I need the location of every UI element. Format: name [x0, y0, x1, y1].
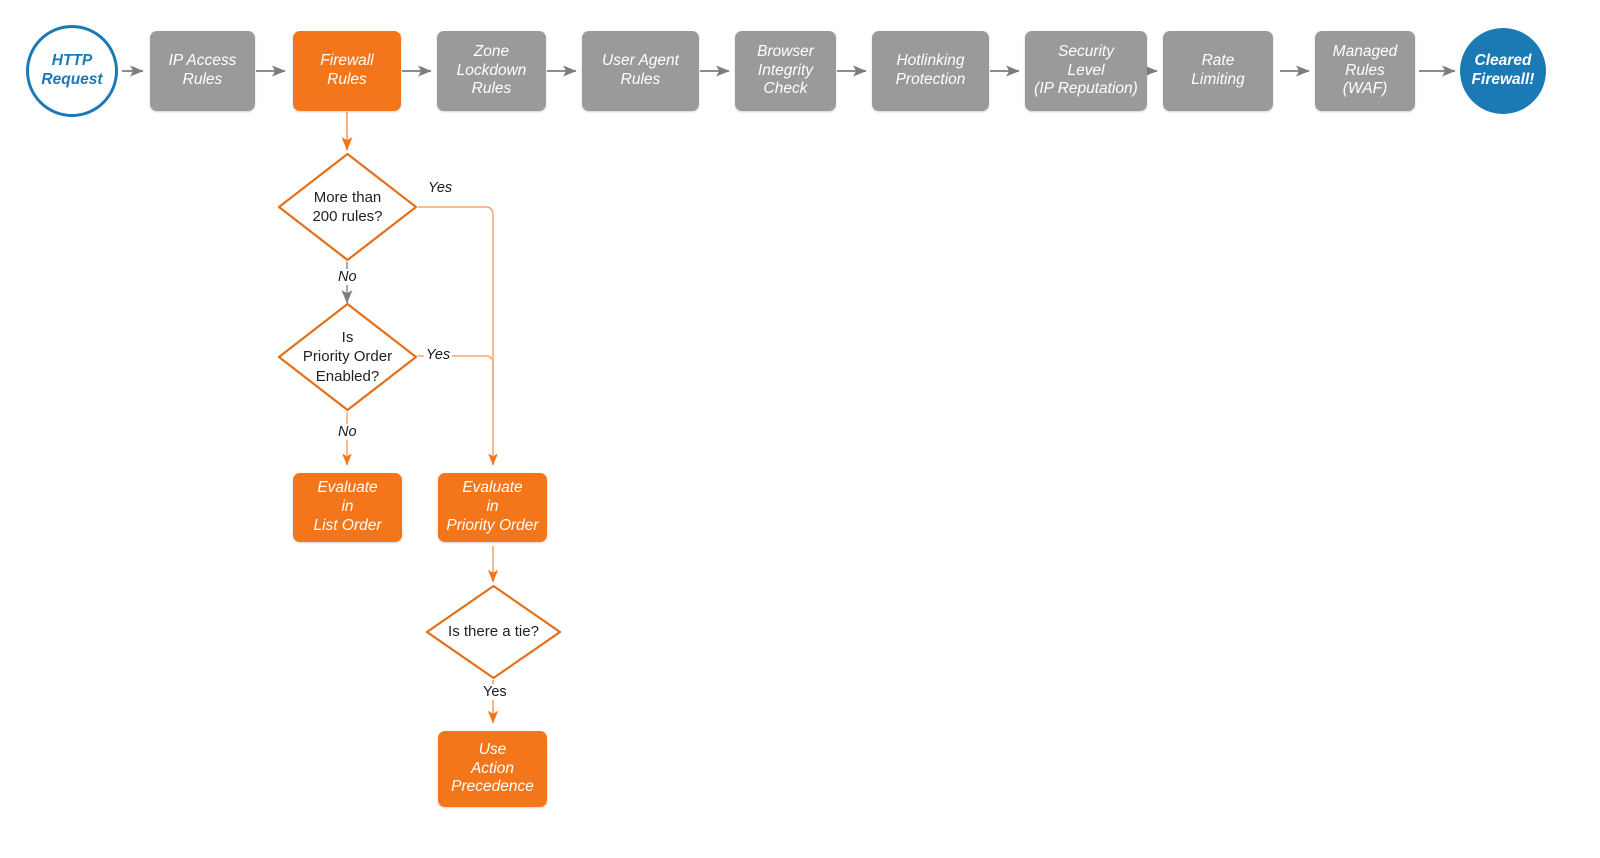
node-label: IP Access Rules [168, 52, 237, 88]
node-rate-limiting[interactable]: Rate Limiting [1163, 31, 1273, 111]
node-label: User Agent Rules [602, 52, 679, 88]
edge-label-tie-yes: Yes [481, 684, 509, 700]
node-firewall-rules[interactable]: Firewall Rules [293, 31, 401, 111]
node-label: Security Level (IP Reputation) [1034, 42, 1138, 98]
node-label: Evaluate in List Order [313, 479, 382, 534]
edge-label-text: No [338, 424, 357, 440]
edge-label-priority-yes: Yes [424, 347, 453, 363]
decision-priority-order-enabled[interactable]: Is Priority Order Enabled? [277, 302, 418, 412]
node-label: Zone Lockdown Rules [456, 42, 527, 98]
decision-label: Is Priority Order Enabled? [302, 329, 393, 385]
diamond-shape [425, 584, 562, 680]
node-http-request[interactable]: HTTP Request [26, 25, 118, 117]
node-label: Evaluate in Priority Order [446, 479, 539, 534]
node-label: Firewall Rules [320, 52, 374, 88]
node-label: Use Action Precedence [451, 740, 534, 796]
node-label: Browser Integrity Check [757, 42, 814, 98]
node-hotlinking-protection[interactable]: Hotlinking Protection [872, 31, 989, 111]
edge-label-text: Yes [483, 684, 507, 700]
node-label: Hotlinking Protection [895, 52, 966, 88]
node-security-level[interactable]: Security Level (IP Reputation) [1025, 31, 1147, 111]
decision-label: More than 200 rules? [312, 188, 383, 225]
diamond-shape [277, 302, 418, 412]
edge-label-rules-no: No [336, 269, 359, 285]
node-user-agent-rules[interactable]: User Agent Rules [582, 31, 699, 111]
node-ip-access-rules[interactable]: IP Access Rules [150, 31, 255, 111]
node-evaluate-in-list-order[interactable]: Evaluate in List Order [293, 473, 402, 542]
decision-is-there-a-tie[interactable]: Is there a tie? [425, 584, 562, 680]
edge-label-text: Yes [428, 180, 453, 196]
node-label: HTTP Request [41, 52, 103, 88]
node-cleared-firewall[interactable]: Cleared Firewall! [1460, 28, 1546, 114]
node-managed-rules-waf[interactable]: Managed Rules (WAF) [1315, 31, 1415, 111]
decision-label: Is there a tie? [448, 623, 539, 641]
node-label: Rate Limiting [1191, 52, 1245, 88]
decision-more-than-200-rules[interactable]: More than 200 rules? [277, 152, 418, 262]
node-zone-lockdown-rules[interactable]: Zone Lockdown Rules [437, 31, 546, 111]
edge-label-text: Yes [426, 347, 451, 363]
diamond-shape [277, 152, 418, 262]
edge-label-rules-yes: Yes [426, 180, 455, 196]
node-label: Managed Rules (WAF) [1332, 42, 1398, 98]
edge-label-text: No [338, 269, 357, 285]
node-label: Cleared Firewall! [1471, 52, 1535, 88]
node-evaluate-in-priority-order[interactable]: Evaluate in Priority Order [438, 473, 547, 542]
node-use-action-precedence[interactable]: Use Action Precedence [438, 731, 547, 807]
edge-label-priority-no: No [336, 424, 359, 440]
node-browser-integrity-check[interactable]: Browser Integrity Check [735, 31, 836, 111]
